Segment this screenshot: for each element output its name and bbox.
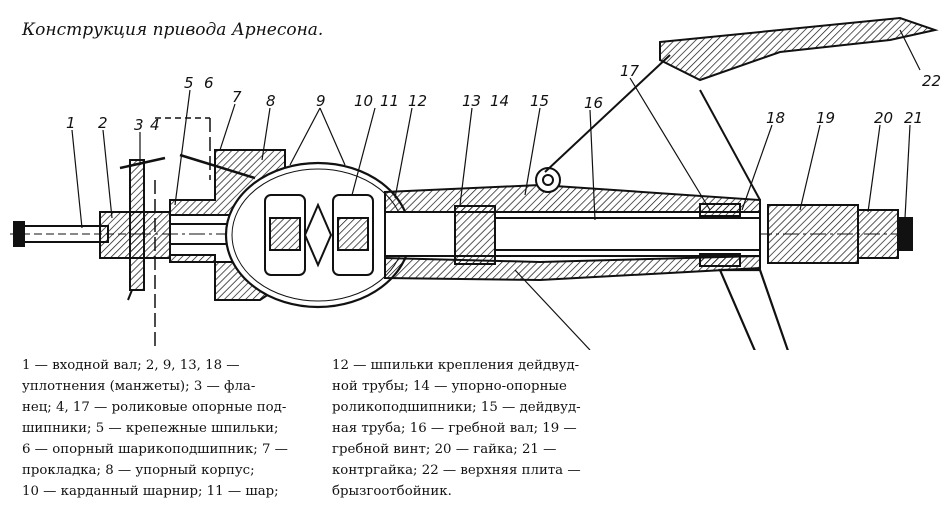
legend-line: прокладка; 8 — упорный корпус;	[22, 463, 255, 478]
callout-18: 18	[766, 109, 785, 127]
callout-3: 3	[134, 116, 144, 134]
callout-22: 22	[922, 72, 941, 90]
legend-line: роликоподшипники; 15 — дейдвуд-	[332, 400, 581, 415]
legend-right: 12 — шпильки крепления дейдвуд-ной трубы…	[332, 355, 622, 502]
splash-plate	[544, 16, 939, 201]
callout-12: 12	[408, 92, 427, 110]
callout-14: 14	[490, 92, 509, 110]
diagram-title: Конструкция привода Арнесона.	[22, 20, 324, 40]
leaders	[71, 29, 921, 350]
ball-joint	[224, 161, 412, 309]
input-shaft	[10, 221, 135, 247]
propeller	[767, 204, 913, 264]
callout-15: 15	[530, 92, 549, 110]
callout-17: 17	[620, 62, 640, 80]
callout-1: 1	[66, 114, 76, 132]
legend-line: 6 — опорный шарикоподшипник; 7 —	[22, 442, 288, 457]
legend-line: 1 — входной вал; 2, 9, 13, 18 —	[22, 358, 240, 373]
legend-line: брызгоотбойник.	[332, 484, 452, 499]
callout-9: 9	[316, 92, 326, 110]
legend-line: контргайка; 22 — верхняя плита —	[332, 463, 581, 478]
legend-line: ной трубы; 14 — упорно-опорные	[332, 379, 567, 394]
callout-10: 10	[354, 92, 373, 110]
callout-6: 6	[204, 74, 214, 92]
callout-2: 2	[98, 114, 108, 132]
callout-20: 20	[874, 109, 893, 127]
callout-16: 16	[584, 94, 603, 112]
callout-7: 7	[232, 88, 242, 106]
legend-line: шипники; 5 — крепежные шпильки;	[22, 421, 279, 436]
stern-tube	[384, 167, 761, 282]
callout-4: 4	[150, 116, 160, 134]
callout-5: 5	[184, 74, 194, 92]
legend-line: гребной винт; 20 — гайка; 21 —	[332, 442, 557, 457]
flange	[99, 159, 171, 301]
legend-line: 12 — шпильки крепления дейдвуд-	[332, 358, 580, 373]
legend-left: 1 — входной вал; 2, 9, 13, 18 — уплотнени…	[22, 355, 312, 502]
legend-line: уплотнения (манжеты); 3 — фла-	[22, 379, 256, 394]
skeg	[718, 268, 789, 350]
callout-8: 8	[266, 92, 276, 110]
callout-13: 13	[462, 92, 481, 110]
callout-11: 11	[380, 92, 399, 110]
legend-line: нец; 4, 17 — роликовые опорные под-	[22, 400, 287, 415]
legend-line: 10 — карданный шарнир; 11 — шар;	[22, 484, 279, 499]
callout-21: 21	[904, 109, 923, 127]
legend-line: ная труба; 16 — гребной вал; 19 —	[332, 421, 577, 436]
callout-19: 19	[816, 109, 835, 127]
